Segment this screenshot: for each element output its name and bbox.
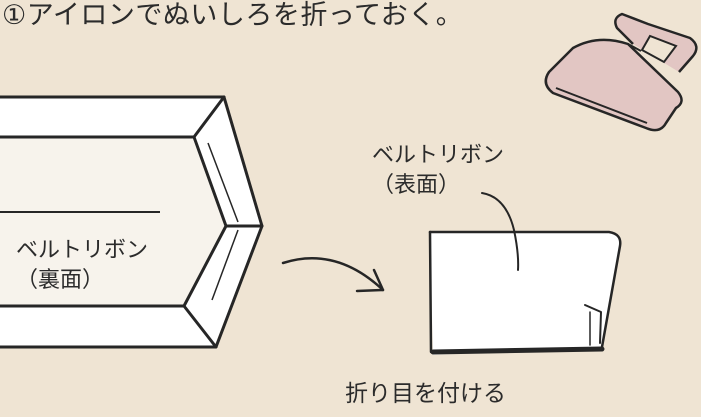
ribbon-front-diagram (428, 192, 622, 355)
ribbon-front-label: ベルトリボン （表面） (372, 141, 504, 201)
ribbon-back-label-line1: ベルトリボン (16, 238, 149, 263)
step-title: ①アイロンでぬいしろを折っておく。 (2, 0, 464, 31)
fold-caption: 折り目を付ける (345, 381, 506, 407)
arrow-icon (281, 257, 385, 293)
ribbon-front-label-line1: ベルトリボン (372, 143, 505, 168)
ribbon-back-label-line2: （裏面） (16, 268, 105, 293)
ribbon-back-label: ベルトリボン （裏面） (16, 236, 148, 296)
iron-icon (544, 12, 698, 132)
ribbon-back-diagram (0, 95, 264, 349)
ribbon-front-label-line2: （表面） (372, 173, 461, 198)
